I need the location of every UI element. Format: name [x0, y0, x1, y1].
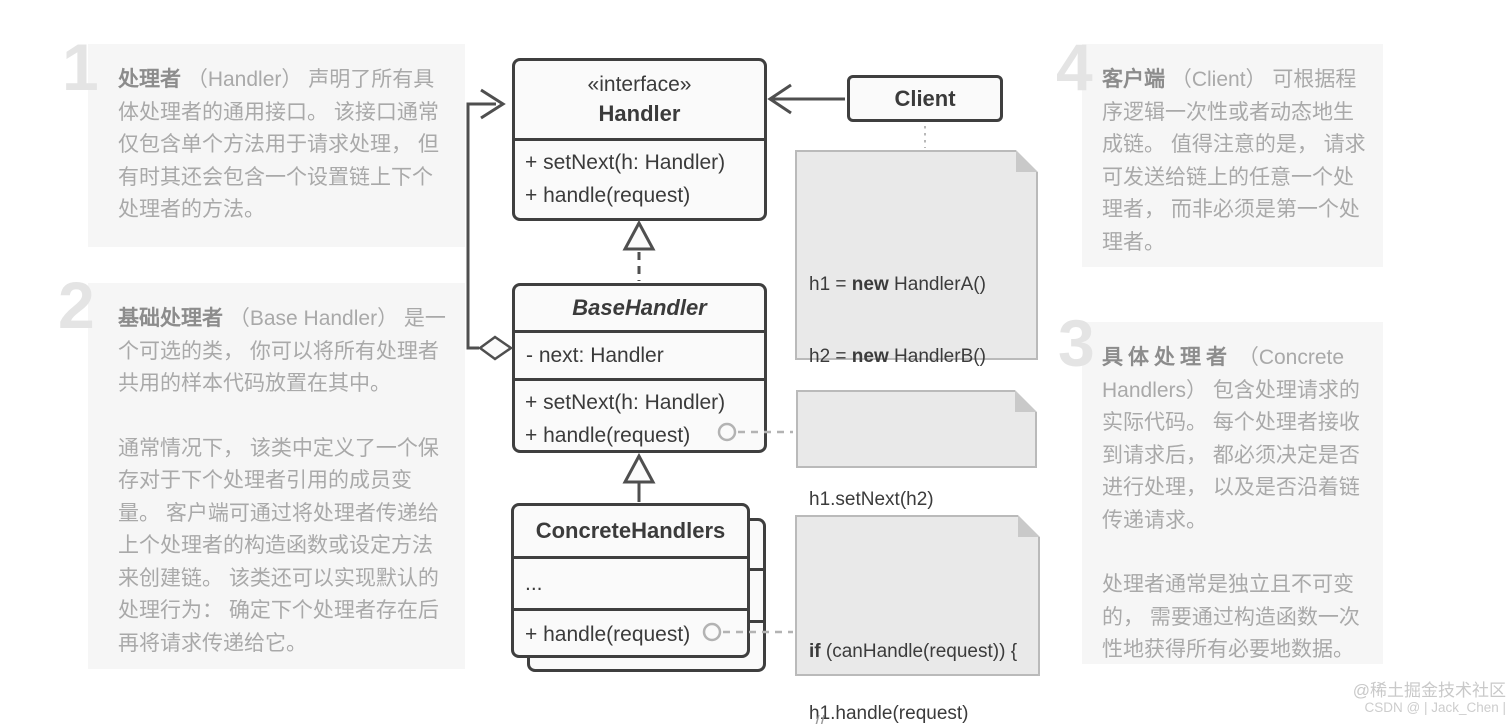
code-line: h2 = new HandlerB() [809, 345, 986, 367]
annotation-paragraph: 具体处理者 （Concrete Handlers） 包含处理请求的实际代码。 每… [1102, 346, 1360, 532]
annotation-term: 客户端 [1102, 68, 1165, 91]
base-handle-code-note: if (next != null) next.handle(request) [796, 390, 1037, 609]
watermark: @稀土掘金技术社区 CSDN @ | Jack_Chen | [1353, 681, 1506, 716]
aggregation-connector-line [466, 102, 496, 350]
uml-method: + handle(request) [525, 424, 691, 447]
uml-field: ... [525, 572, 543, 595]
concrete-handlers-class-box: ConcreteHandlers ... + handle(request) [511, 503, 750, 658]
code-line: h1 = new HandlerA() [809, 274, 986, 295]
association-arrowhead-icon [480, 88, 506, 120]
annotation-number-2: 2 [58, 268, 95, 342]
annotation-paragraph: 客户端 （Client） 可根据程序逻辑一次性或者动态地生成链。 值得注意的是，… [1102, 68, 1366, 254]
code-line: h1.handle(request) [809, 703, 969, 724]
annotation-paragraph: 处理者通常是独立且不可变的， 需要通过构造函数一次性地获得所有必要地数据。 [1102, 573, 1360, 661]
handler-interface-class-box: «interface» Handler + setNext(h: Handler… [512, 58, 767, 221]
annotation-number-3: 3 [1058, 306, 1095, 380]
client-class-box: Client [847, 75, 1003, 122]
annotation-paragraph: 基础处理者 （Base Handler） 是一个可选的类， 你可以将所有处理者共… [118, 307, 446, 395]
uml-method: + setNext(h: Handler) [525, 151, 726, 174]
class-name: BaseHandler [572, 295, 707, 320]
note-fold-corner-icon [1015, 390, 1037, 412]
annotation-term: 具体处理者 [1102, 346, 1232, 369]
client-code-note: h1 = new HandlerA() h2 = new HandlerB() … [795, 150, 1038, 724]
annotation-block-client: 客户端 （Client） 可根据程序逻辑一次性或者动态地生成链。 值得注意的是，… [1082, 44, 1383, 267]
annotation-block-base-handler: 基础处理者 （Base Handler） 是一个可选的类， 你可以将所有处理者共… [88, 283, 465, 669]
concrete-handle-code-note: if (canHandle(request)) { // ... } else … [795, 515, 1040, 724]
note-fold-corner-icon [1018, 515, 1040, 537]
annotation-paragraph: 通常情况下， 该类中定义了一个保存对于下个处理者引用的成员变量。 客户端可通过将… [118, 436, 439, 655]
class-name: Handler [598, 100, 681, 126]
uml-method: + setNext(h: Handler) [525, 391, 726, 414]
uml-method: + handle(request) [525, 623, 691, 646]
watermark-line-1: @稀土掘金技术社区 [1352, 681, 1506, 700]
annotation-block-handler: 处理者 （Handler） 声明了所有具体处理者的通用接口。 该接口通常仅包含单… [88, 44, 465, 247]
aggregation-diamond-icon [477, 335, 514, 361]
class-name: Client [894, 85, 956, 111]
annotation-number-4: 4 [1056, 30, 1093, 104]
annotation-term: 处理者 [118, 68, 181, 91]
annotation-block-concrete-handlers: 具体处理者 （Concrete Handlers） 包含处理请求的实际代码。 每… [1082, 322, 1383, 664]
realization-triangle-icon [622, 219, 656, 251]
annotation-paragraph: 处理者 （Handler） 声明了所有具体处理者的通用接口。 该接口通常仅包含单… [118, 68, 439, 221]
class-name: ConcreteHandlers [535, 518, 726, 543]
annotation-number-1: 1 [62, 30, 99, 104]
annotation-term: 基础处理者 [118, 307, 223, 330]
inheritance-triangle-icon [622, 452, 656, 484]
code-line: h1.setNext(h2) [809, 488, 934, 510]
watermark-line-2: CSDN @ | Jack_Chen | [1364, 700, 1506, 715]
code-line: if (canHandle(request)) { [809, 641, 1018, 662]
interface-stereotype: «interface» [587, 72, 692, 96]
base-handler-class-box: BaseHandler - next: Handler + setNext(h:… [512, 283, 767, 453]
code-line: // ... [809, 713, 846, 724]
uml-field: - next: Handler [526, 344, 664, 367]
note-fold-corner-icon [1016, 150, 1038, 172]
association-arrowhead-icon [767, 83, 792, 115]
uml-method: + handle(request) [525, 184, 691, 207]
